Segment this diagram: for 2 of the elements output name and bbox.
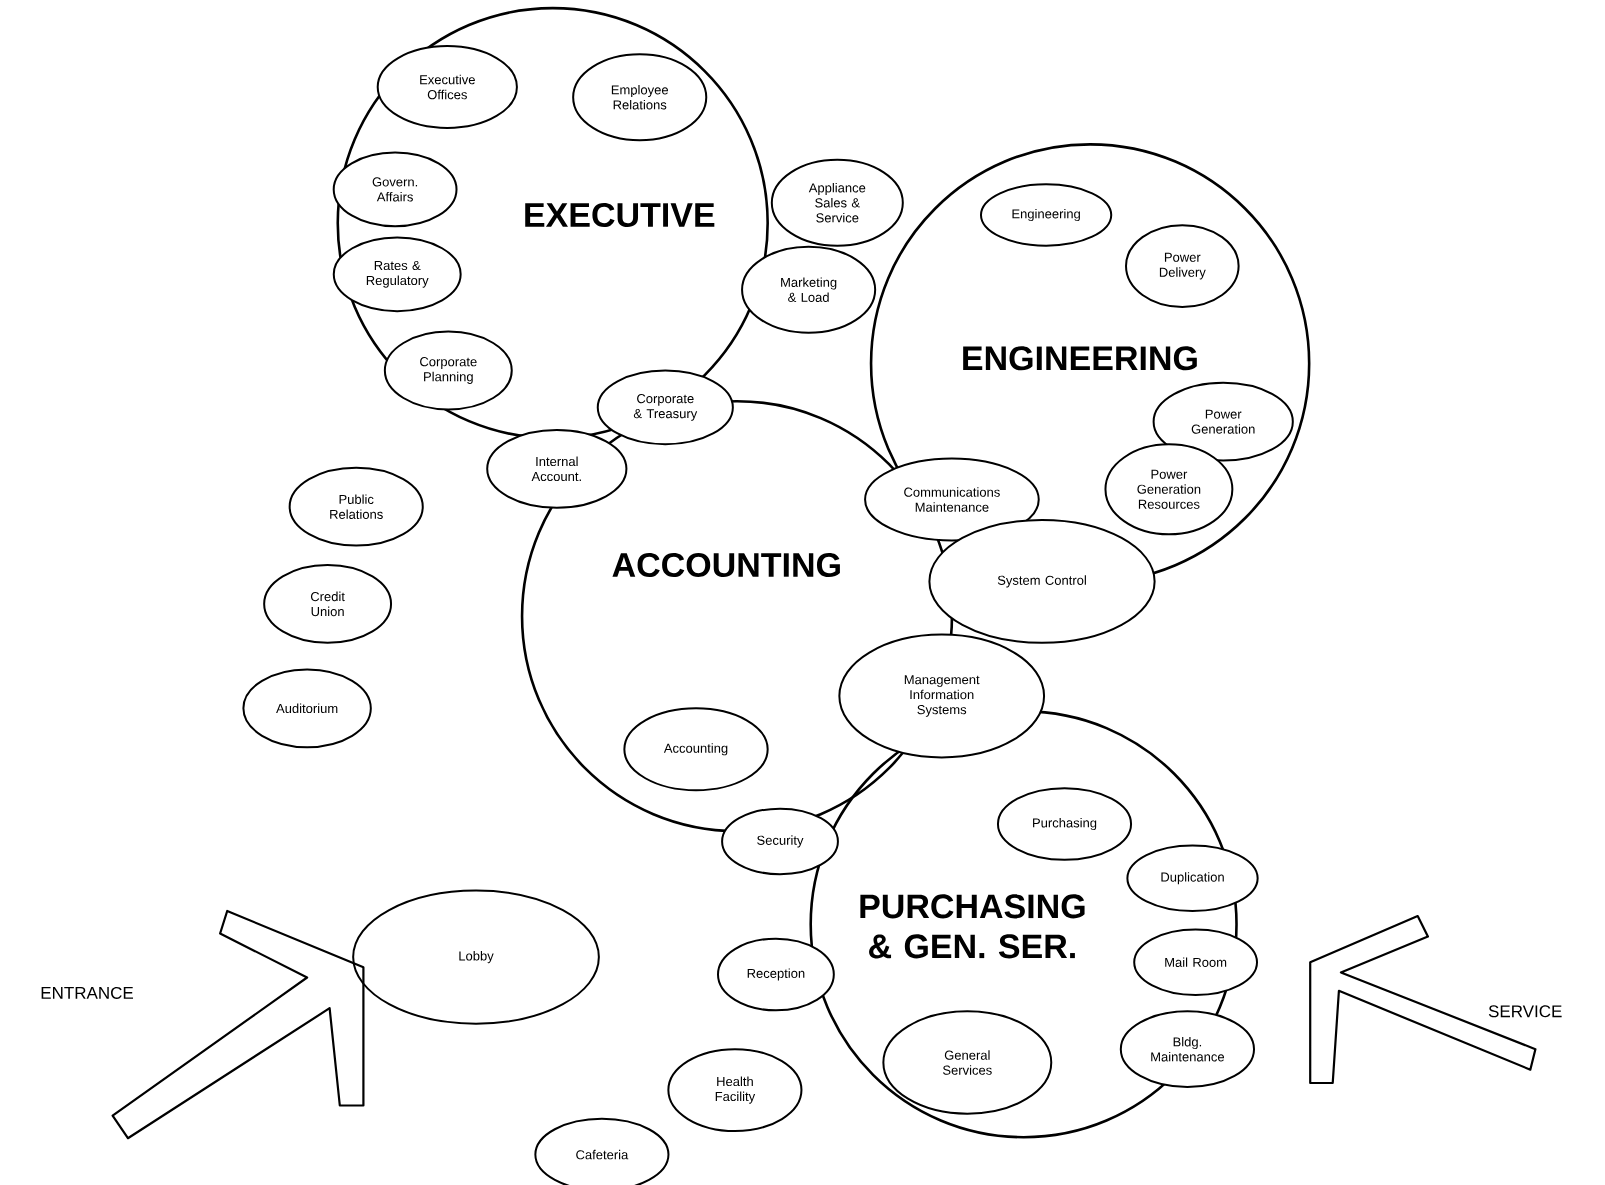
entry-label: SERVICE bbox=[1488, 1005, 1562, 1018]
entry-label: ENTRANCE bbox=[41, 986, 133, 999]
